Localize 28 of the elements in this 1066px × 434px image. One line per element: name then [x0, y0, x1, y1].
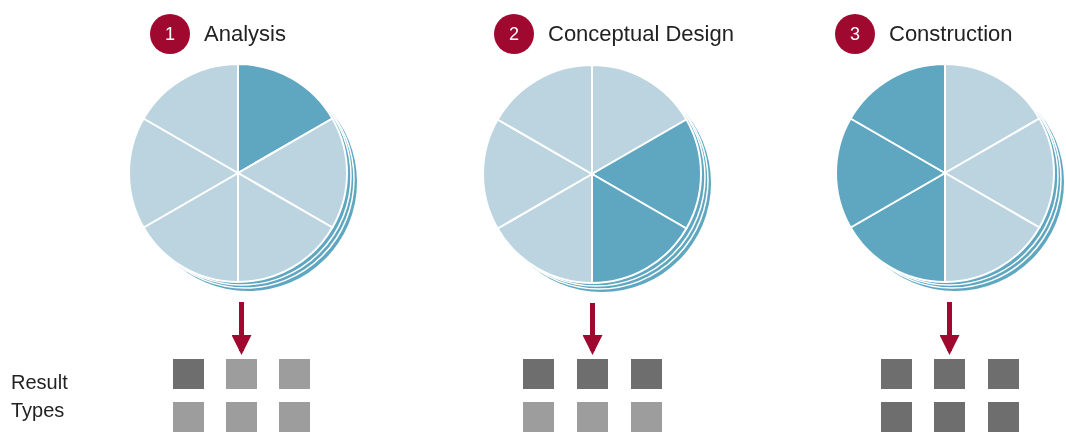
stage-heading: Analysis	[204, 21, 286, 47]
result-square	[279, 402, 310, 432]
result-square	[631, 359, 662, 389]
result-square	[881, 359, 912, 389]
number-badge: 2	[494, 14, 534, 54]
arrow	[231, 302, 252, 355]
result-square	[173, 402, 204, 432]
stage-heading: Construction	[889, 21, 1013, 47]
result-square	[988, 402, 1019, 432]
result-square	[934, 402, 965, 432]
result-square	[173, 359, 204, 389]
result-square	[279, 359, 310, 389]
result-square	[577, 402, 608, 432]
result-square	[577, 359, 608, 389]
number-badge: 1	[150, 14, 190, 54]
arrow	[582, 303, 603, 355]
stage-heading: Conceptual Design	[548, 21, 734, 47]
result-square	[226, 359, 257, 389]
number-badge: 3	[835, 14, 875, 54]
result-square	[881, 402, 912, 432]
result-square	[523, 359, 554, 389]
result-square	[988, 359, 1019, 389]
arrow	[939, 302, 960, 355]
result-square	[226, 402, 257, 432]
row-label: Result Types	[11, 370, 69, 423]
result-square	[934, 359, 965, 389]
result-square	[631, 402, 662, 432]
result-square	[523, 402, 554, 432]
